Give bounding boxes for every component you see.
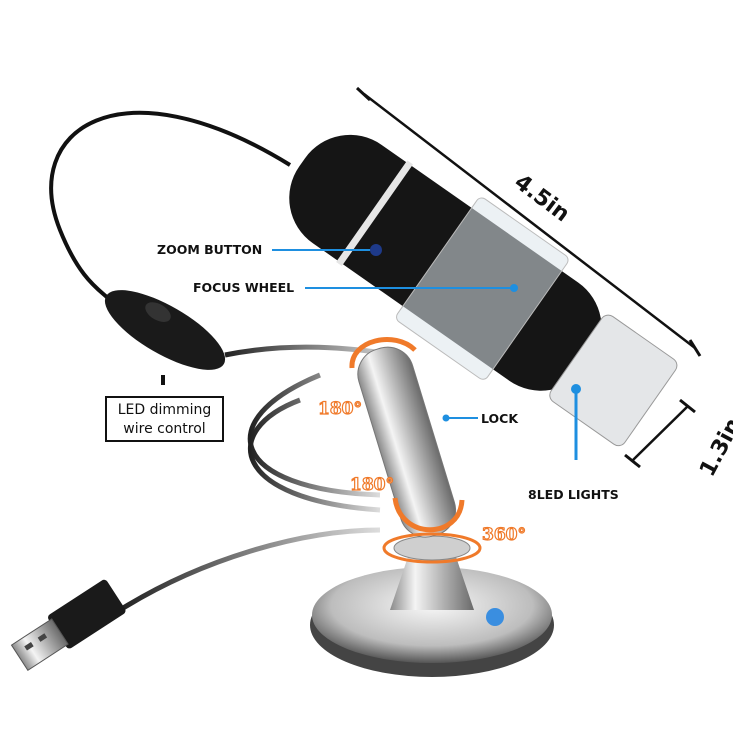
label-focus-wheel: FOCUS WHEEL (193, 280, 294, 295)
stand-arm[interactable] (351, 341, 462, 544)
led-dimming-line2: wire control (123, 421, 206, 437)
usb-cable (49, 110, 401, 613)
rotation-180-lower: 180° (350, 475, 394, 495)
dimmer-pointer (161, 375, 165, 385)
zoom-button[interactable] (370, 244, 382, 256)
rotation-360-base: 360° (482, 525, 526, 545)
stand-base (310, 535, 554, 677)
led-dimming-callout: LED dimming wire control (105, 396, 224, 442)
callout-lines (272, 244, 581, 460)
lens-cap (549, 314, 678, 447)
label-led-lights: 8LED LIGHTS (528, 487, 619, 502)
led-dimming-line1: LED dimming (117, 402, 212, 418)
label-lock: LOCK (481, 411, 519, 426)
chrome-ring (336, 160, 413, 266)
dimension-length: 4.5in (509, 170, 574, 227)
dimension-lines (355, 86, 702, 469)
label-zoom-button: ZOOM BUTTON (157, 242, 262, 257)
led-dimmer-control[interactable] (94, 275, 236, 385)
usb-plug (10, 579, 126, 671)
brand-logo (486, 608, 504, 626)
rotation-180-upper: 180° (318, 399, 362, 419)
rotation-arrows (349, 337, 482, 564)
dimension-diameter: 1.3in (695, 414, 733, 481)
